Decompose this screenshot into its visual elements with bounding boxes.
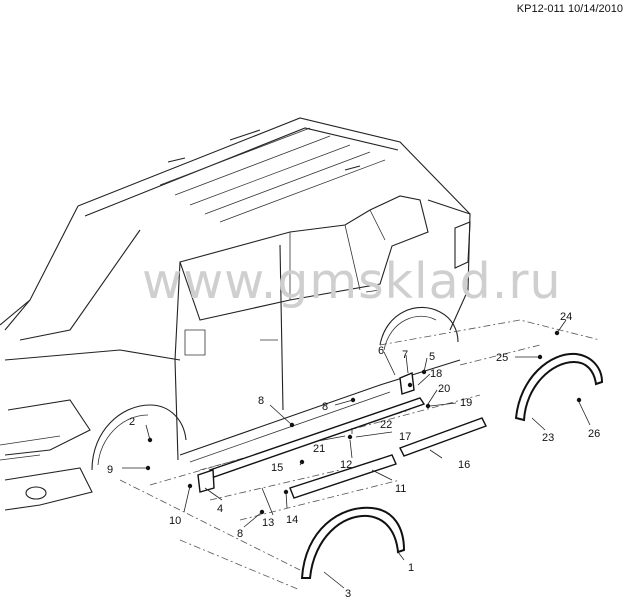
callout-label: 25	[496, 352, 508, 364]
callout-label: 22	[380, 419, 392, 431]
callout-label: 4	[217, 503, 223, 515]
callout-label: 12	[340, 459, 352, 471]
callout-label: 13	[262, 517, 274, 529]
callout-label: 2	[129, 416, 135, 428]
leader-lines	[122, 319, 591, 589]
callout-label: 26	[588, 428, 600, 440]
callout-label: 8	[258, 395, 264, 407]
rocker-molding-lower	[289, 454, 397, 499]
callout-label: 8	[322, 401, 328, 413]
callout-label: 9	[107, 464, 113, 476]
callout-label: 15	[271, 462, 283, 474]
fasteners	[145, 330, 582, 515]
front-wheel-flare	[300, 506, 406, 579]
callout-label: 17	[399, 431, 411, 443]
callout-label: 6	[378, 345, 384, 357]
callout-label: 21	[313, 443, 325, 455]
callout-label: 19	[460, 397, 472, 409]
callout-label: 5	[429, 351, 435, 363]
callout-label: 23	[542, 432, 554, 444]
callout-label: 16	[458, 459, 470, 471]
callout-label: 24	[560, 311, 572, 323]
diagram-code-date: KP12-011 10/14/2010	[516, 3, 623, 15]
callout-label: 3	[345, 588, 351, 600]
callout-label: 11	[395, 483, 406, 495]
callout-label: 18	[430, 368, 442, 380]
rear-wheel-flare	[514, 352, 604, 422]
vehicle-outline	[0, 117, 471, 511]
callout-label: 1	[408, 562, 414, 574]
callout-label: 14	[286, 514, 298, 526]
callout-label: 20	[438, 383, 450, 395]
bracket-rear	[399, 371, 415, 395]
callout-label: 7	[402, 349, 408, 361]
rocker-molding-rear	[399, 417, 487, 457]
watermark-text: www.gmsklad.ru	[142, 253, 562, 310]
bracket-front	[197, 469, 215, 493]
projection-lines	[119, 319, 601, 591]
callout-labels: 1 2 3 4 5 6 7 8 8 8 9 10 11 12 13 14 15 …	[107, 311, 600, 600]
callout-label: 10	[169, 515, 181, 527]
callout-label: 8	[237, 528, 243, 540]
